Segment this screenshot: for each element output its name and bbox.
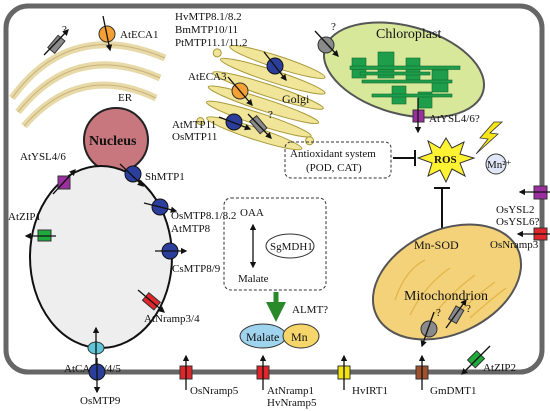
osnramp3-label: OsNramp3 — [490, 239, 539, 251]
osmtp9-label: OsMTP9 — [80, 395, 121, 407]
osysl6-label: OsYSL6? — [496, 216, 540, 228]
question-mark: ? — [331, 21, 336, 33]
er-label: ER — [118, 92, 133, 104]
atnramp34-transporter — [137, 289, 165, 313]
atmtp8-label: AtMTP8 — [171, 223, 211, 235]
mn-ion — [485, 153, 507, 175]
atysl46-chloroplast-transporter — [412, 98, 425, 134]
unknown-transporter-er: ? — [43, 24, 69, 56]
atnramp34-label: AtNramp3/4 — [144, 313, 200, 325]
ateca3-label: AtECA3 — [188, 71, 227, 83]
antioxidant-box — [284, 141, 392, 179]
csmtp89-label: CsMTP8/9 — [172, 263, 221, 275]
osnramp5-label: OsNramp5 — [190, 385, 239, 397]
mnsod-label: Mn-SOD — [414, 238, 459, 252]
malate-metabolism-box — [223, 197, 327, 291]
atmtp11-label: AtMTP11 — [172, 119, 216, 131]
gmdmt1-label: GmDMT1 — [430, 385, 476, 397]
osmtp8-label: OsMTP8.1/8.2 — [171, 210, 236, 222]
question-mark: ? — [268, 109, 273, 121]
atzip2-transporter — [461, 345, 491, 375]
hvirt1-label: HvIRT1 — [352, 385, 388, 397]
golgi-label: Golgi — [282, 92, 310, 106]
ateca3-transporter — [227, 76, 253, 106]
osmtp8-transporter — [143, 198, 178, 216]
shmtp1-label: ShMTP1 — [145, 171, 185, 183]
ros-burst — [416, 137, 476, 184]
hvirt1-transporter — [337, 354, 351, 390]
atzip1-transporter — [24, 229, 56, 242]
question-mark: ? — [62, 24, 67, 36]
osysl2-label: OsYSL2 — [496, 204, 535, 216]
unknown-transporter-chloroplast: ? — [314, 21, 339, 57]
bmmtp-label: BmMTP10/11 — [175, 24, 238, 36]
golgi-mtp-transporter — [263, 51, 287, 82]
mn-complex — [282, 323, 320, 349]
hvmtp-label: HvMTP8.1/8.2 — [175, 11, 242, 23]
thylakoids — [349, 51, 461, 109]
osnramp5-transporter — [179, 354, 193, 390]
malate-label: Malate — [238, 273, 269, 285]
mn-complex-label: Mn — [291, 330, 308, 344]
unknown-transporter-mito-1: ? — [420, 307, 441, 348]
sgmdh1-label: SgMDH1 — [270, 241, 313, 253]
gmdmt1-transporter — [415, 354, 429, 390]
unknown-transporter-golgi: ? — [247, 109, 273, 139]
osysl-transporter — [518, 185, 550, 200]
chloroplast-label: Chloroplast — [376, 27, 441, 42]
atcax-transporter — [87, 326, 105, 366]
antioxidant-sublabel: (POD, CAT) — [306, 162, 362, 174]
atnramp1-label: AtNramp1 — [267, 385, 314, 397]
atysl46-vacuole-transporter — [52, 169, 76, 195]
csmtp89-transporter — [155, 242, 188, 260]
sgmdh1-enzyme — [265, 233, 315, 259]
mitochondrion — [371, 223, 523, 341]
mn-ion-label: Mn²⁺ — [487, 159, 512, 171]
ros-label: ROS — [434, 154, 457, 166]
atmtp11-transporter — [218, 113, 252, 131]
atysl46-vacuole-label: AtYSL4/6 — [20, 151, 66, 163]
endoplasmic-reticulum — [9, 41, 167, 129]
nucleus-label: Nucleus — [89, 134, 137, 149]
ateca1-label: AtECA1 — [120, 29, 159, 41]
atzip1-label: AtZIP1 — [8, 211, 41, 223]
atysl46-chloroplast-label: AtYSL4/6? — [429, 113, 480, 125]
shmtp1-transporter — [119, 163, 144, 187]
ateca1-transporter — [98, 15, 116, 52]
atzip2-label: AtZIP2 — [483, 362, 516, 374]
osmtp9-transporter — [88, 358, 106, 394]
ptmtp-label: PtMTP11.1/11.2 — [175, 37, 248, 49]
mitochondrion-label: Mitochondrion — [404, 289, 488, 304]
question-mark: ? — [466, 303, 471, 315]
osnramp3-transporter — [516, 227, 550, 241]
oaa-label: OAA — [240, 207, 264, 219]
hvnramp5-label: HvNramp5 — [267, 397, 317, 409]
almt-label: ALMT? — [292, 304, 328, 316]
malate-complex-label: Malate — [246, 330, 279, 344]
antioxidant-label: Antioxidant system — [290, 148, 376, 160]
lightning-icon — [475, 121, 504, 155]
unknown-transporter-mito-2: ? — [445, 298, 471, 329]
osmtp11-label: OsMTP11 — [172, 131, 217, 143]
atnramp1-transporter — [256, 354, 270, 390]
question-mark: ? — [436, 307, 441, 319]
